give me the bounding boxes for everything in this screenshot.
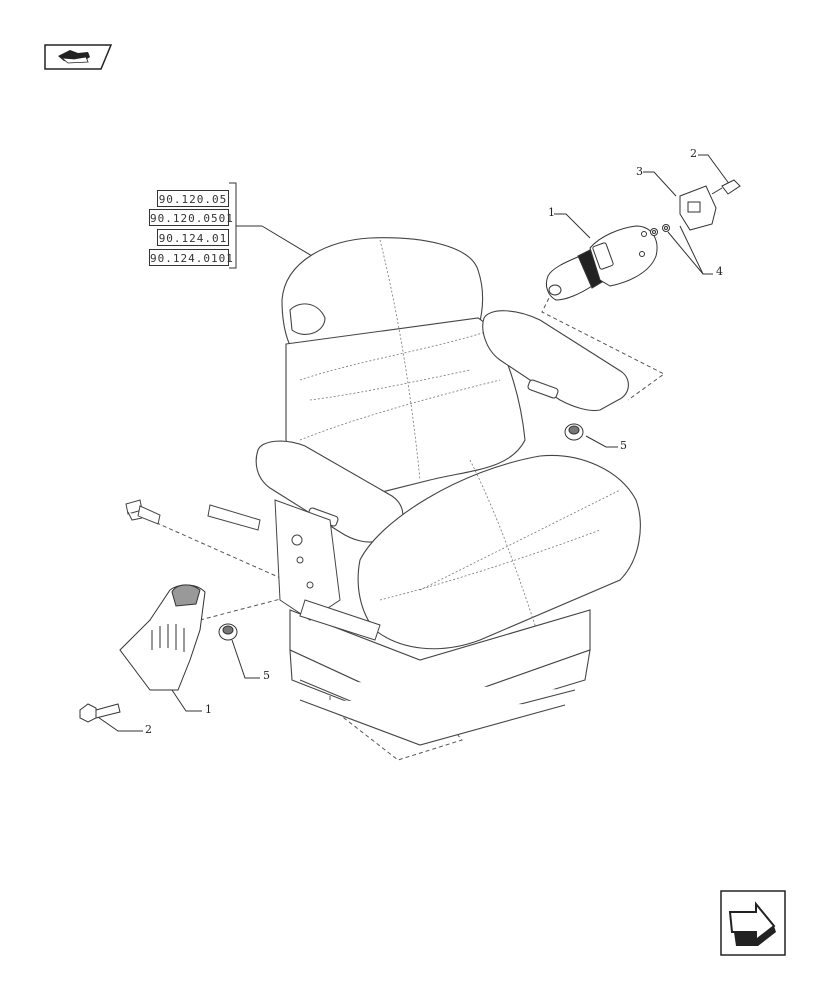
callout-5-left: 5 <box>263 669 270 682</box>
callout-3-top: 3 <box>636 165 643 178</box>
callout-2-top: 2 <box>690 147 697 160</box>
callout-4-top: 4 <box>716 265 723 278</box>
arrow-forward-icon[interactable] <box>720 890 786 956</box>
arrow-back-icon[interactable] <box>44 44 112 70</box>
callout-1-top: 1 <box>548 206 555 219</box>
reference-box-3[interactable]: 90.124.01 <box>157 229 229 246</box>
reference-box-2[interactable]: 90.120.0501 <box>149 209 233 226</box>
reference-box-1[interactable]: 90.120.05 <box>157 190 229 207</box>
callout-2-bottom: 2 <box>145 723 152 736</box>
reference-box-4[interactable]: 90.124.0101 <box>149 249 233 266</box>
callout-1-bottom: 1 <box>205 703 212 716</box>
callout-5-right: 5 <box>620 439 627 452</box>
